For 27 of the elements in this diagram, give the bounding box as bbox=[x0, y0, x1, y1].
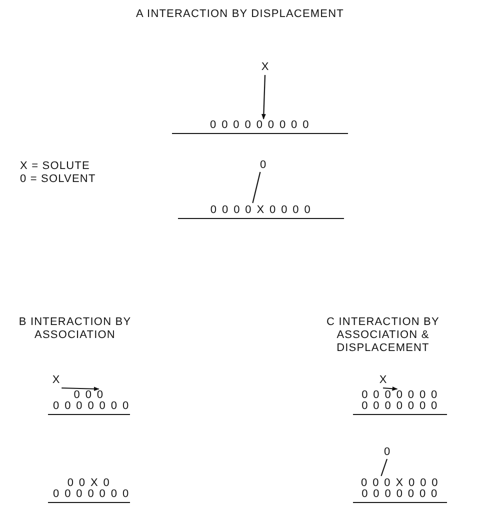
adsorbent-surface bbox=[48, 390, 130, 415]
adsorbent-surface bbox=[48, 478, 130, 503]
adsorbent-surface bbox=[172, 120, 348, 134]
panel-heading: A INTERACTION BY DISPLACEMENT bbox=[135, 8, 345, 21]
arrow bbox=[382, 386, 398, 391]
adsorbent-surface bbox=[353, 390, 447, 415]
molecule-row-text: 0 0 0 0 X 0 0 0 0 bbox=[209, 205, 313, 216]
molecule-row-text: 0 0 0 X 0 0 0 bbox=[360, 478, 440, 489]
molecule-symbol: 0 bbox=[256, 160, 270, 171]
molecule-symbol: X bbox=[49, 375, 63, 386]
legend-text: 0 = SOLVENT bbox=[20, 173, 97, 186]
molecule-symbol: 0 bbox=[380, 447, 394, 458]
legend-text: X = SOLUTE bbox=[20, 160, 91, 173]
molecule-symbol: X bbox=[258, 62, 272, 73]
molecule-row-text: 0 0 0 0 0 0 0 bbox=[360, 401, 440, 412]
arrow bbox=[262, 74, 266, 120]
panel-heading: C INTERACTION BY ASSOCIATION & DISPLACEMENT bbox=[326, 316, 440, 355]
molecule-row-text: 0 0 X 0 bbox=[66, 478, 112, 489]
arrow bbox=[62, 386, 100, 392]
molecule-row-text: 0 0 0 0 0 0 0 bbox=[360, 390, 440, 401]
adsorbent-surface bbox=[178, 205, 344, 219]
molecule-row-text: 0 0 0 0 0 0 0 0 0 bbox=[209, 120, 311, 131]
molecule-row-text: 0 0 0 bbox=[72, 390, 106, 401]
panel-heading: B INTERACTION BY ASSOCIATION bbox=[18, 316, 132, 342]
molecule-row-text: 0 0 0 0 0 0 0 bbox=[360, 489, 440, 500]
adsorbent-surface bbox=[353, 478, 447, 503]
molecule-symbol: X bbox=[376, 375, 390, 386]
